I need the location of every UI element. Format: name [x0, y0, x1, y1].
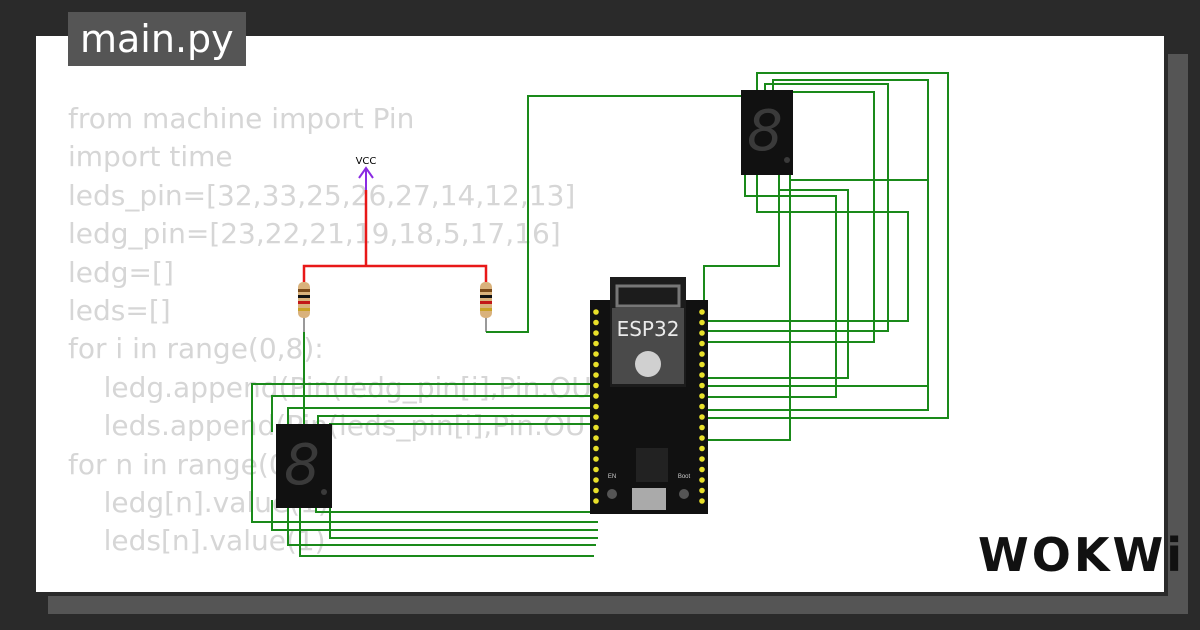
- header-pin[interactable]: [699, 382, 705, 389]
- header-pin[interactable]: [699, 330, 705, 336]
- en-label: EN: [608, 474, 616, 480]
- header-pin[interactable]: [699, 498, 705, 504]
- header-pin[interactable]: [699, 393, 705, 399]
- seven-segment-display-bottom[interactable]: 8: [276, 424, 332, 508]
- header-pin[interactable]: [593, 456, 599, 462]
- board-label: ESP32: [617, 317, 680, 341]
- header-pin[interactable]: [699, 466, 705, 473]
- header-pin[interactable]: [593, 403, 599, 410]
- pin-header-right[interactable]: [699, 309, 705, 504]
- boot-label: Boot: [678, 474, 691, 480]
- wokwi-logo: WOKWi: [978, 528, 1185, 582]
- header-pin[interactable]: [593, 498, 599, 504]
- vcc-symbol[interactable]: VCC: [356, 156, 377, 190]
- header-pin[interactable]: [699, 487, 705, 494]
- boot-button[interactable]: [679, 489, 689, 499]
- vcc-label: VCC: [356, 156, 377, 167]
- resistor-1[interactable]: [298, 282, 310, 332]
- power-wires[interactable]: [302, 190, 488, 282]
- header-pin[interactable]: [593, 330, 599, 336]
- header-pin[interactable]: [593, 319, 599, 326]
- code-line: import time: [68, 140, 233, 174]
- header-pin[interactable]: [699, 435, 705, 441]
- header-pin[interactable]: [699, 340, 705, 347]
- header-pin[interactable]: [593, 445, 599, 452]
- display-digit: 8: [747, 99, 783, 164]
- usb-port: [632, 488, 666, 510]
- signal-wires[interactable]: [251, 72, 949, 557]
- header-pin[interactable]: [593, 487, 599, 494]
- header-pin[interactable]: [699, 351, 705, 357]
- code-line: leds=[]: [68, 293, 171, 327]
- header-pin[interactable]: [593, 361, 599, 368]
- header-pin[interactable]: [699, 445, 705, 452]
- resistor-2[interactable]: [480, 282, 492, 332]
- header-pin[interactable]: [699, 424, 705, 431]
- header-pin[interactable]: [593, 340, 599, 347]
- code-line: for i in range(0,8):: [68, 332, 324, 366]
- header-pin[interactable]: [593, 382, 599, 389]
- esp32-board[interactable]: ESP32 Boot EN: [590, 277, 708, 514]
- header-pin[interactable]: [699, 309, 705, 315]
- header-pin[interactable]: [699, 361, 705, 368]
- header-pin[interactable]: [699, 414, 705, 420]
- code-line: from machine import Pin: [68, 102, 415, 135]
- header-pin[interactable]: [699, 372, 705, 378]
- header-pin[interactable]: [699, 477, 705, 483]
- code-line: ledg_pin=[23,22,21,19,18,5,17,16]: [68, 217, 561, 251]
- code-line: leds_pin=[32,33,25,26,27,14,12,13]: [68, 178, 576, 212]
- header-pin[interactable]: [593, 414, 599, 420]
- header-pin[interactable]: [593, 477, 599, 483]
- espressif-logo-icon: [635, 351, 661, 377]
- header-pin[interactable]: [699, 456, 705, 462]
- file-tab-main-py[interactable]: main.py: [68, 12, 246, 66]
- header-pin[interactable]: [699, 403, 705, 410]
- en-button[interactable]: [607, 489, 617, 499]
- header-pin[interactable]: [593, 351, 599, 357]
- pin-header-left[interactable]: [593, 309, 599, 504]
- header-pin[interactable]: [593, 424, 599, 431]
- header-pin[interactable]: [593, 435, 599, 441]
- code-line: ledg=[]: [68, 255, 174, 289]
- header-pin[interactable]: [699, 319, 705, 326]
- display-digit: 8: [284, 433, 320, 498]
- header-pin[interactable]: [593, 372, 599, 378]
- seven-segment-display-top[interactable]: 8: [741, 90, 793, 175]
- header-pin[interactable]: [593, 309, 599, 315]
- code-line: leds.append(Pin(leds_pin[i],Pin.OUT)): [68, 409, 625, 443]
- code-line: ledg.append(Pin(ledg_pin[i],Pin.OUT)): [68, 370, 631, 404]
- header-pin[interactable]: [593, 393, 599, 399]
- header-pin[interactable]: [593, 466, 599, 473]
